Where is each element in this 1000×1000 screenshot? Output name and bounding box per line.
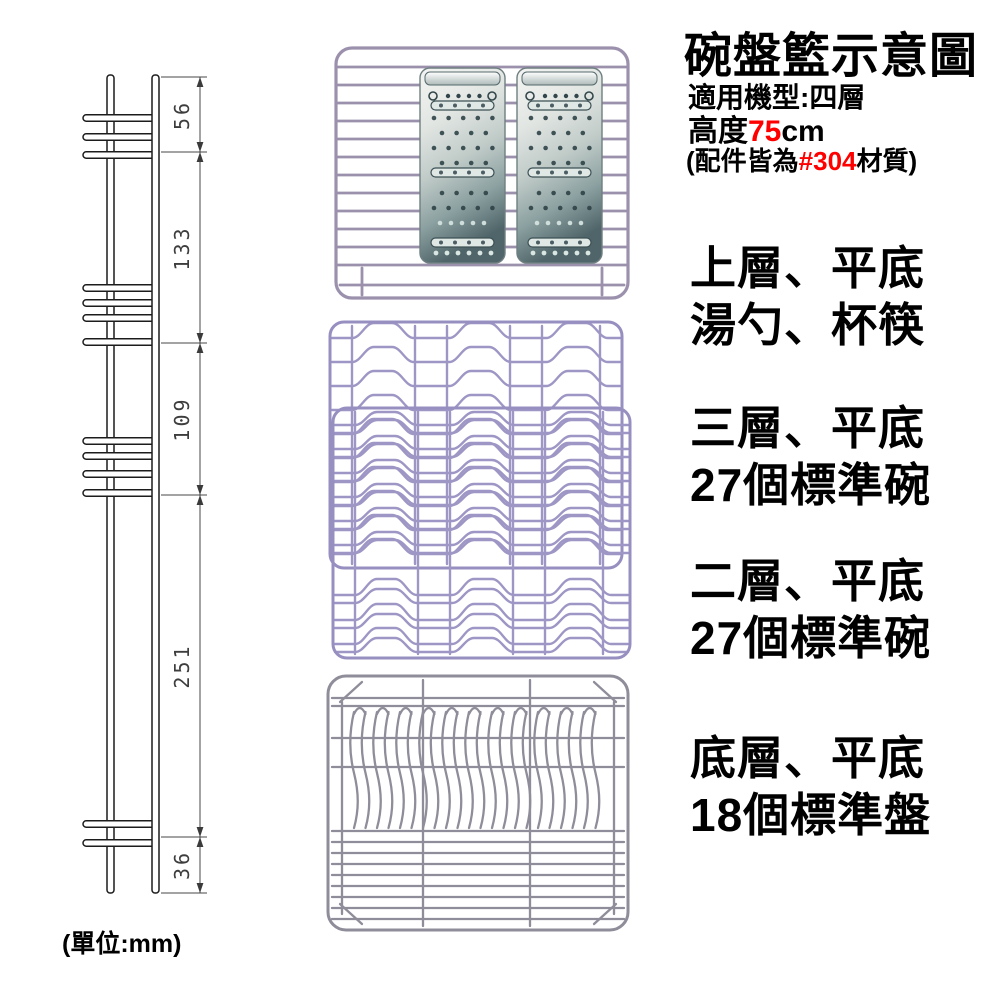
dim-label: 109 bbox=[170, 396, 194, 441]
baskets-illustration bbox=[326, 46, 632, 932]
spec-material-prefix: (配件皆為 bbox=[686, 146, 799, 176]
layer-label-line1: 三層、平底 bbox=[690, 402, 925, 454]
middle-lower-basket bbox=[331, 406, 632, 660]
layer-label-line1: 上層、平底 bbox=[690, 242, 925, 294]
dim-label: 251 bbox=[170, 643, 194, 688]
spec-height-line: 高度75cm bbox=[688, 106, 825, 150]
spec-material-suffix: 材質) bbox=[856, 146, 918, 176]
dim-figure bbox=[82, 74, 160, 894]
middle-upper-frame bbox=[328, 320, 624, 570]
dim-labels: 56 133 109 251 36 bbox=[170, 100, 194, 880]
layer-label-line2: 27個標準碗 bbox=[690, 612, 932, 664]
mid-lower-wires bbox=[333, 410, 630, 656]
middle-lower-frame bbox=[331, 406, 632, 660]
top-basket bbox=[334, 46, 630, 300]
spec-height-suffix: cm bbox=[781, 115, 825, 148]
unit-label: (單位:mm) bbox=[62, 930, 182, 958]
top-basket-frame bbox=[334, 46, 630, 300]
bottom-basket-frame bbox=[326, 674, 630, 932]
layer-label-bottom: 底層、平底 18個標準盤 bbox=[690, 730, 931, 844]
cutlery-tray bbox=[516, 67, 603, 264]
spec-height-prefix: 高度 bbox=[688, 115, 748, 148]
spec-material-line: (配件皆為#304材質) bbox=[686, 141, 917, 178]
bottom-basket-wires bbox=[330, 678, 626, 928]
layer-label-line1: 二層、平底 bbox=[690, 555, 925, 607]
cutlery-tray bbox=[419, 67, 506, 264]
layer-label-line2: 27個標準碗 bbox=[690, 459, 932, 511]
dim-label: 56 bbox=[170, 100, 194, 130]
spec-material-value: #304 bbox=[798, 146, 857, 176]
dimension-drawing: 56 133 109 251 36 bbox=[82, 74, 207, 894]
dim-label: 133 bbox=[170, 225, 194, 270]
spec-model-line: 適用機型:四層 bbox=[688, 82, 866, 113]
layer-label-third: 三層、平底 27個標準碗 bbox=[690, 400, 931, 514]
bottom-basket bbox=[326, 674, 630, 932]
dim-lines bbox=[161, 76, 207, 894]
dim-label: 36 bbox=[170, 850, 194, 880]
cutlery-trays bbox=[419, 67, 603, 264]
layer-label-line2: 18個標準盤 bbox=[690, 789, 932, 841]
layer-label-top: 上層、平底 湯勺、杯筷 bbox=[690, 240, 925, 354]
page-title: 碗盤籃示意圖 bbox=[684, 30, 979, 83]
layer-label-second: 二層、平底 27個標準碗 bbox=[690, 553, 931, 667]
spec-height-value: 75 bbox=[748, 115, 782, 148]
layer-label-line1: 底層、平底 bbox=[690, 732, 925, 784]
layer-label-line2: 湯勺、杯筷 bbox=[690, 299, 925, 351]
